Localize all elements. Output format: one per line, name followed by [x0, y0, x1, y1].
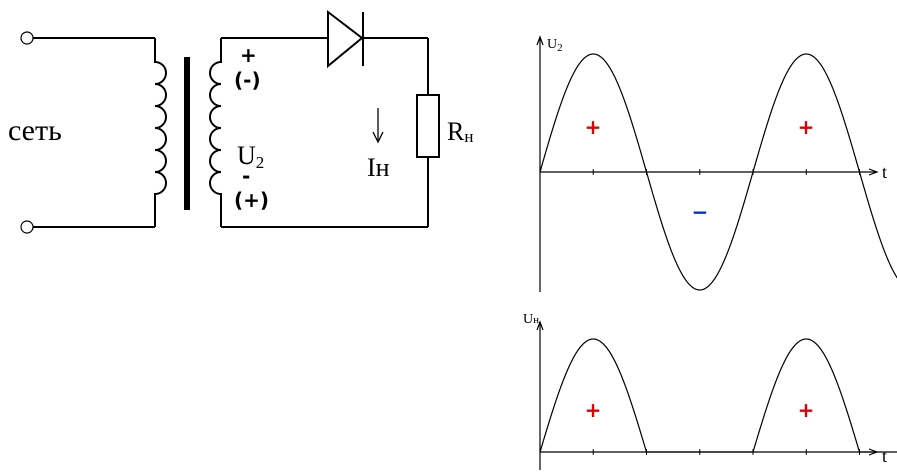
diode	[327, 9, 364, 69]
u2-y-axis-label: U2	[547, 37, 563, 54]
load-current-label: Iн	[367, 153, 390, 182]
mains-terminal-bottom	[20, 220, 34, 234]
mains-label: сеть	[8, 114, 62, 147]
u2-x-axis-arrow-icon	[868, 168, 879, 176]
circuit: сеть U2 + (-) - (+) Iн Rн	[8, 9, 473, 234]
secondary-voltage-label: U2	[237, 141, 264, 172]
chart-u2: U2 t + − +	[536, 35, 897, 292]
u2-x-axis-label: t	[882, 162, 887, 182]
un-waveform	[539, 338, 897, 453]
chart-un: Uн t + +	[523, 312, 897, 470]
u2-waveform	[539, 53, 897, 291]
bottom-polarity-alt: (+)	[234, 188, 269, 212]
top-polarity-sign: +	[240, 43, 257, 67]
secondary-winding	[209, 38, 222, 227]
current-arrow-icon	[372, 108, 384, 144]
top-polarity-alt: (-)	[234, 68, 261, 92]
un-y-axis-arrow-icon	[536, 320, 544, 331]
u2-sign-positive-1: +	[585, 115, 602, 139]
bottom-polarity-sign: -	[242, 164, 250, 188]
u2-sign-positive-2: +	[798, 115, 815, 139]
un-sign-positive-2: +	[798, 398, 815, 422]
un-y-axis-label: Uн	[523, 312, 539, 327]
load-resistor	[416, 94, 440, 158]
un-x-axis-label: t	[882, 446, 887, 466]
mains-terminal-top	[20, 31, 34, 45]
u2-sign-negative: −	[692, 200, 709, 224]
un-sign-positive-1: +	[585, 398, 602, 422]
primary-winding	[154, 38, 167, 227]
load-resistor-label: Rн	[447, 117, 473, 146]
u2-y-axis-arrow-icon	[536, 35, 544, 46]
